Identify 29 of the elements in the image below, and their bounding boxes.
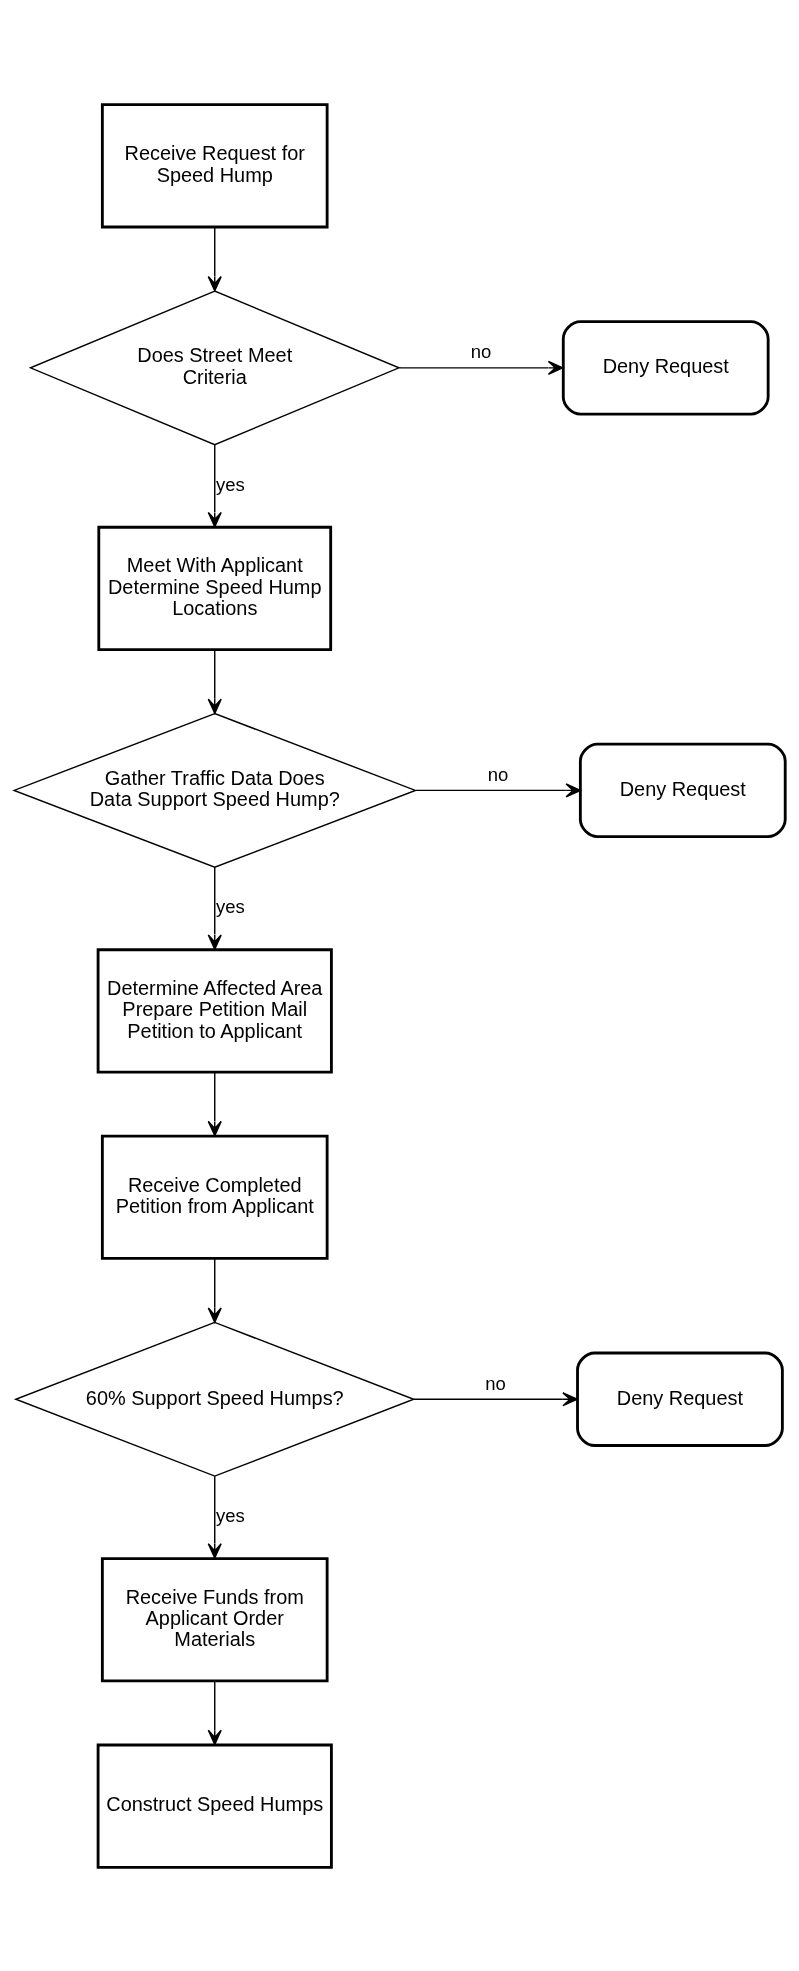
edge-label: yes xyxy=(216,473,245,495)
edge-label: no xyxy=(470,340,492,362)
arrow xyxy=(207,1257,222,1323)
arrow xyxy=(207,225,222,292)
arrow xyxy=(207,648,222,714)
arrow xyxy=(207,1071,222,1136)
arrow xyxy=(207,866,222,950)
node-box: Receive Funds from Applicant Order Materials xyxy=(100,1556,329,1682)
arrow xyxy=(207,1475,222,1559)
arrow xyxy=(415,782,582,797)
node-box: Construct Speed Humps xyxy=(96,1743,333,1869)
arrow xyxy=(207,443,222,527)
node-diamond: 60% Support Speed Humps? xyxy=(13,1321,416,1477)
edge-label: yes xyxy=(216,895,245,917)
node-box: Determine Affected Area Prepare Petition Mail Petition to Applicant xyxy=(96,947,333,1073)
node-diamond: Does Street Meet Criteria xyxy=(28,289,401,445)
edge-label: no xyxy=(485,1372,506,1394)
node-box: Deny Request xyxy=(576,1351,784,1447)
node-box: Receive Completed Petition from Applicant xyxy=(100,1134,329,1260)
arrow xyxy=(413,1391,578,1406)
edge-label: yes xyxy=(216,1504,245,1526)
node-box: Deny Request xyxy=(578,742,787,838)
arrow xyxy=(398,360,564,375)
edge-label: no xyxy=(487,763,509,785)
node-box: Deny Request xyxy=(561,319,770,416)
node-diamond: Gather Traffic Data Does Data Support Speed Hump? xyxy=(12,712,418,868)
node-box: Receive Request for Speed Hump xyxy=(100,102,329,228)
arrow xyxy=(207,1680,222,1745)
node-box: Meet With Applicant Determine Speed Hump Locations xyxy=(97,525,333,651)
